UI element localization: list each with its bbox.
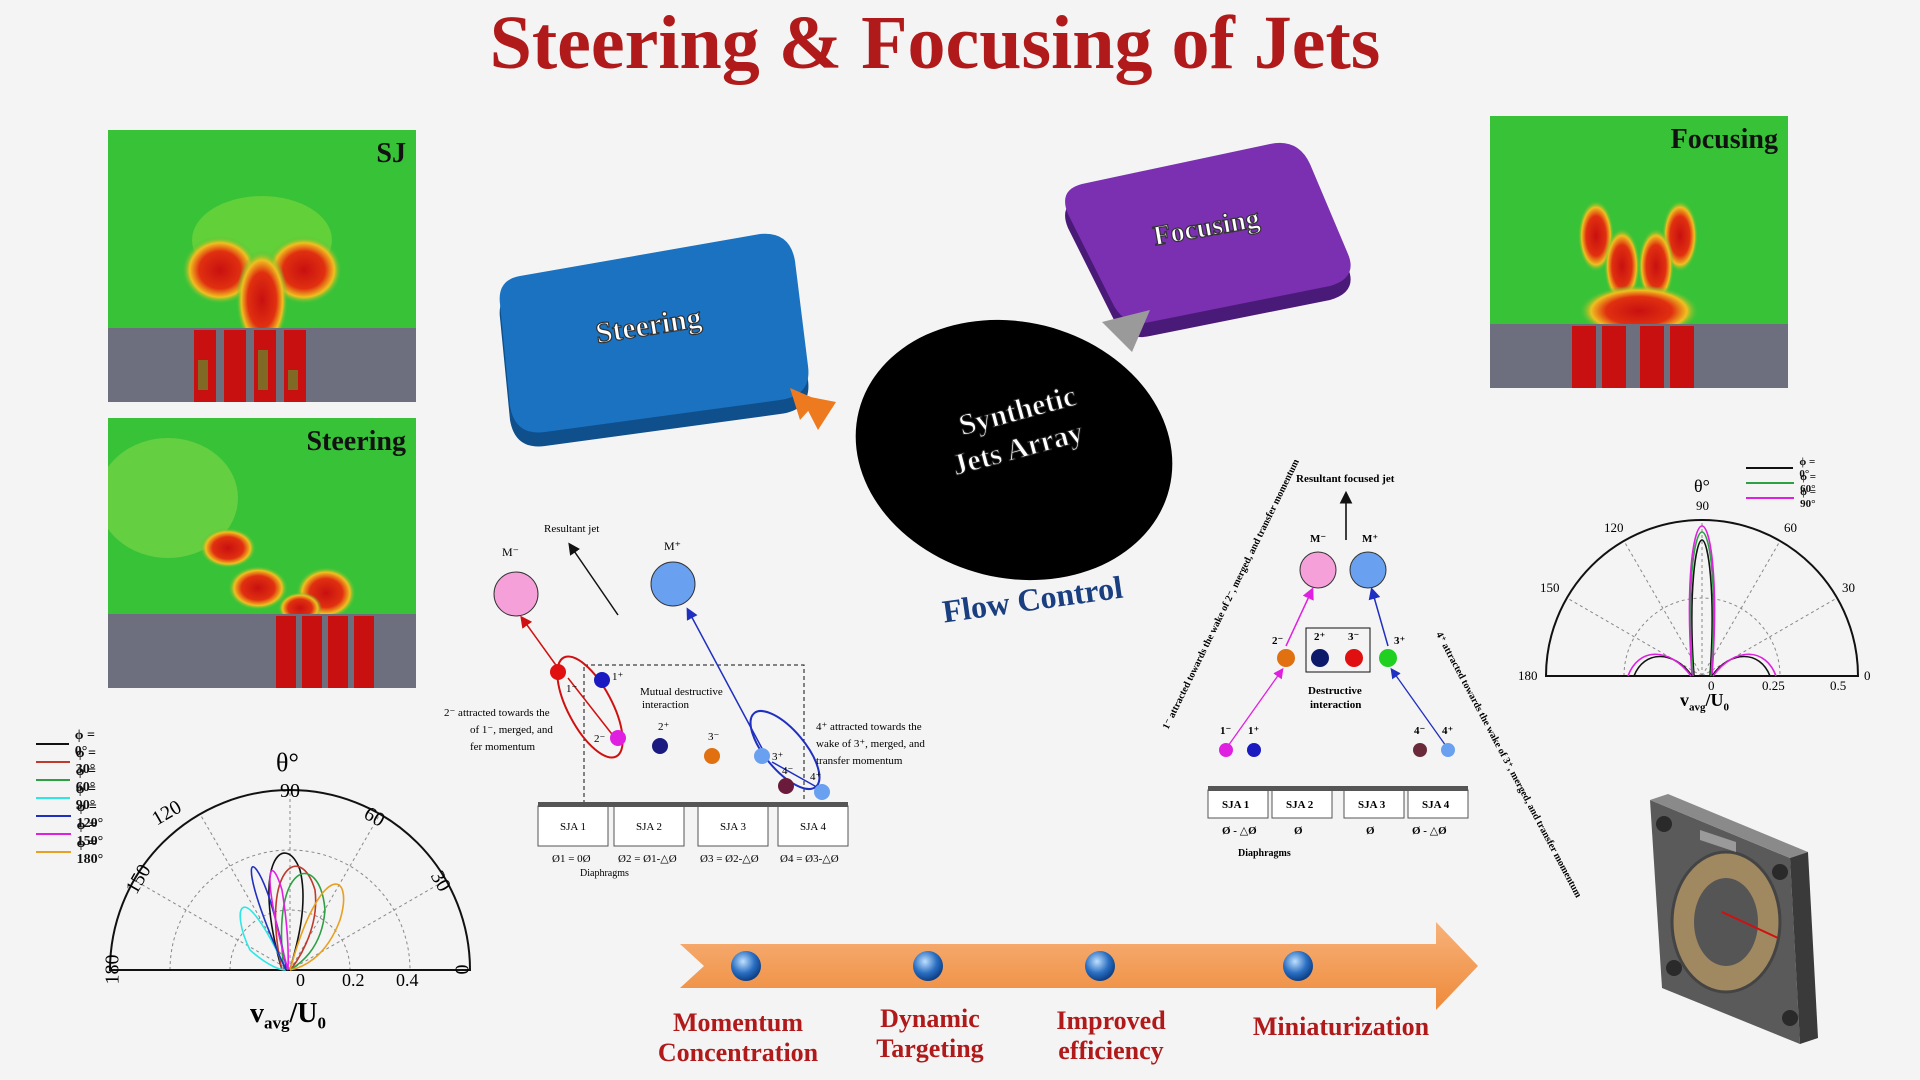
polar-right-r0: 0: [1708, 678, 1715, 693]
focus-lbl-2m: 2⁻: [1272, 635, 1284, 647]
focus-phase3: Ø: [1366, 825, 1375, 837]
cfd-panel-focusing: Focusing: [1490, 116, 1788, 388]
polar-right-angle-30: 30: [1842, 580, 1855, 595]
polar-left-r2: 0.4: [396, 970, 419, 990]
steer-mutual: Mutual destructive: [640, 686, 723, 698]
panel-label-sj: SJ: [376, 138, 406, 169]
lbl-4p: 4⁺: [810, 771, 822, 783]
steer-left-note3: fer momentum: [470, 741, 536, 753]
polar-left-r0: 0: [296, 970, 305, 990]
polar-left-theta: θ°: [276, 748, 299, 777]
steer-sja3: SJA 3: [720, 821, 746, 833]
steer-m-plus-circle: [650, 561, 696, 607]
benefit-marker-3: [1085, 951, 1115, 981]
lbl-1p: 1⁺: [612, 671, 624, 683]
focus-sja2: SJA 2: [1286, 799, 1314, 811]
lbl-4m: 4⁻: [782, 765, 794, 777]
focus-destructive2: interaction: [1310, 699, 1361, 711]
steer-right-note3: transfer momentum: [816, 755, 903, 767]
steer-resultant: Resultant jet: [544, 523, 599, 535]
focus-lbl-3p: 3⁺: [1394, 635, 1406, 647]
benefit-marker-2: [913, 951, 943, 981]
panel-label-steering: Steering: [306, 426, 406, 457]
focusing-arrow: [1102, 310, 1150, 352]
benefit-miniaturization: Miniaturization: [1252, 1012, 1430, 1041]
steering-diagram: Resultant jet M⁻ M⁺ Mutual destructive i…: [444, 523, 925, 879]
panel-label-focusing: Focusing: [1670, 124, 1778, 155]
steer-sja1: SJA 1: [560, 821, 586, 833]
polar-right-angle-120: 120: [1604, 520, 1624, 535]
focusing-block: Focusing: [1065, 142, 1351, 338]
focus-lbl-1p: 1⁺: [1248, 725, 1260, 737]
steer-mutual2: interaction: [642, 699, 690, 711]
benefit-momentum: Momentum Concentration: [657, 1008, 819, 1067]
lbl-3m: 3⁻: [708, 731, 720, 743]
steer-m-minus-circle: [493, 571, 539, 617]
steer-phase2: Ø2 = Ø1-△Ø: [618, 853, 677, 865]
focus-sja1: SJA 1: [1222, 799, 1249, 811]
benefit-marker-4: [1283, 951, 1313, 981]
steer-sja2: SJA 2: [636, 821, 662, 833]
focus-diaphragms: Diaphragms: [1238, 848, 1291, 859]
focus-left-note: 1⁻ attracted towards the wake of 2⁻, mer…: [1161, 457, 1302, 731]
focus-phase2: Ø: [1294, 825, 1303, 837]
focus-m-plus: M⁺: [1362, 533, 1378, 545]
focus-lbl-4p: 4⁺: [1442, 725, 1454, 737]
polar-left-angle-90: 90: [280, 780, 300, 802]
polar-right-r2: 0.5: [1830, 678, 1847, 693]
polar-plot-left: [20, 720, 480, 1040]
polar-right-angle-90: 90: [1696, 498, 1709, 513]
focus-lbl-2p: 2⁺: [1314, 631, 1326, 643]
steer-m-minus: M⁻: [502, 545, 519, 559]
focus-lbl-3m: 3⁻: [1348, 631, 1360, 643]
focus-m-minus: M⁻: [1310, 533, 1326, 545]
steer-phase3: Ø3 = Ø2-△Ø: [700, 853, 759, 865]
focus-phase1: Ø - △Ø: [1222, 825, 1257, 837]
lbl-2p: 2⁺: [658, 721, 670, 733]
steer-left-note2: of 1⁻, merged, and: [470, 724, 553, 736]
benefits-band: [680, 922, 1478, 1010]
focus-phase4: Ø - △Ø: [1412, 825, 1447, 837]
benefit-dynamic: Dynamic Targeting: [876, 1004, 984, 1063]
synthetic-jets-array: Synthetic Jets Array: [855, 319, 1173, 581]
steer-diaphragms: Diaphragms: [580, 868, 629, 879]
polar-left-xlabel: vavg/U0: [250, 998, 326, 1033]
polar-plot-right: [1530, 480, 1890, 700]
focus-destructive: Destructive: [1308, 685, 1362, 697]
lbl-3p: 3⁺: [772, 751, 784, 763]
steer-right-note2: wake of 3⁺, merged, and: [816, 738, 925, 750]
polar-right-r1: 0.25: [1762, 678, 1785, 693]
steer-phase1: Ø1 = 0Ø: [552, 853, 591, 865]
cfd-panel-steering: Steering: [108, 418, 416, 688]
polar-right-angle-60: 60: [1784, 520, 1797, 535]
polar-right-angle-150: 150: [1540, 580, 1560, 595]
cfd-panel-sj: SJ: [108, 130, 416, 402]
lbl-1m: 1⁻: [566, 683, 578, 695]
benefit-efficiency: Improved efficiency: [1056, 1006, 1166, 1065]
polar-right-xlabel: vavg/U0: [1680, 690, 1729, 714]
actuator-device: [1650, 794, 1818, 1044]
focus-lbl-1m: 1⁻: [1220, 725, 1232, 737]
lbl-2m: 2⁻: [594, 733, 606, 745]
steer-sja4: SJA 4: [800, 821, 826, 833]
steering-block: Steering: [499, 233, 809, 447]
focus-sja4: SJA 4: [1422, 799, 1450, 811]
polar-right-angle-0: 0: [1864, 668, 1871, 683]
page-title: Steering & Focusing of Jets: [489, 1, 1381, 85]
steer-left-note1: 2⁻ attracted towards the: [444, 707, 550, 719]
polar-left-angle-0: 0: [450, 964, 473, 975]
polar-left-angle-180: 180: [101, 954, 124, 985]
polar-left-r1: 0.2: [342, 970, 365, 990]
benefit-marker-1: [731, 951, 761, 981]
focus-lbl-4m: 4⁻: [1414, 725, 1426, 737]
steer-phase4: Ø4 = Ø3-△Ø: [780, 853, 839, 865]
polar-right-theta: θ°: [1694, 476, 1710, 496]
focus-resultant: Resultant focused jet: [1296, 473, 1395, 485]
steer-right-note1: 4⁺ attracted towards the: [816, 721, 922, 733]
focus-sja3: SJA 3: [1358, 799, 1386, 811]
polar-right-angle-180: 180: [1518, 668, 1538, 683]
steer-m-plus: M⁺: [664, 539, 681, 553]
